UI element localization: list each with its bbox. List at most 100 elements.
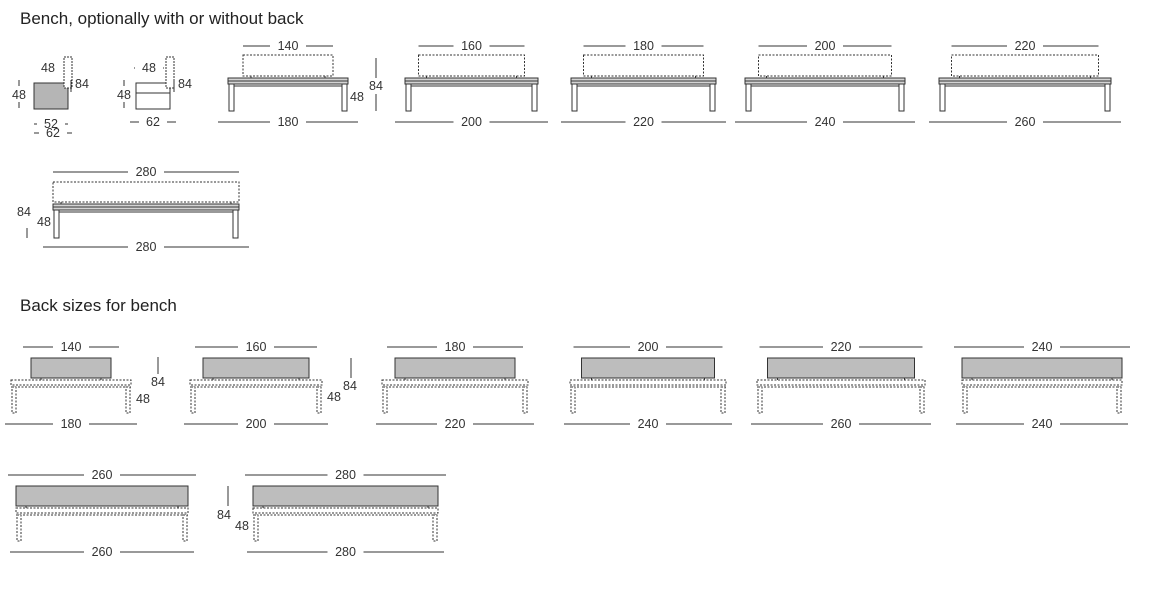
side-width-label: 48	[142, 61, 156, 75]
seat-width-label: 180	[61, 417, 82, 431]
bench-seat-outline	[10, 379, 132, 386]
backrest-panel	[30, 357, 112, 379]
seat-width-label: 240	[1032, 417, 1053, 431]
total-height-label: 84	[343, 379, 357, 393]
total-height-label: 84	[151, 375, 165, 389]
bench-leg-outline	[962, 386, 968, 414]
back-width-label: 200	[638, 340, 659, 354]
backrest-side	[165, 56, 175, 89]
side-height-label: 84	[75, 77, 89, 91]
side-width-label: 48	[41, 61, 55, 75]
back-width-label: 160	[246, 340, 267, 354]
back-width-label: 220	[831, 340, 852, 354]
seat-width-label: 260	[92, 545, 113, 559]
bench-leg-outline	[190, 386, 196, 414]
backrest-panel	[15, 485, 189, 507]
bench-leg-outline	[316, 386, 322, 414]
bench-leg-outline	[1116, 386, 1122, 414]
bench-leg-outline	[16, 514, 22, 542]
seat-width-label: 240	[638, 417, 659, 431]
side-seat-height-label: 48	[117, 88, 131, 102]
bench-leg-outline	[757, 386, 763, 414]
backrest-side	[63, 56, 73, 89]
bench-seat-outline	[756, 379, 926, 386]
bench-leg-outline	[570, 386, 576, 414]
backrest-panel	[252, 485, 439, 507]
bench-leg	[1104, 83, 1111, 112]
back-size-drawings: 1401801602001802202002402202602402408448…	[5, 340, 1130, 559]
seat-height-label: 48	[235, 519, 249, 533]
bench-leg	[745, 83, 752, 112]
back-width-label: 260	[92, 468, 113, 482]
bench-seat-side	[33, 82, 69, 110]
backrest-panel	[394, 357, 516, 379]
bench-leg	[709, 83, 716, 112]
bench-leg	[341, 83, 348, 112]
back-width-label: 280	[335, 468, 356, 482]
backrest-outline	[758, 54, 892, 77]
back-width-label: 140	[278, 39, 299, 53]
bench-seat-outline	[569, 379, 727, 386]
seat-width-label: 220	[633, 115, 654, 129]
bench-leg-outline	[253, 514, 259, 542]
side-height-label: 84	[178, 77, 192, 91]
bench-leg-outline	[125, 386, 131, 414]
bench-leg	[939, 83, 946, 112]
backrest-panel	[202, 357, 310, 379]
total-height-label: 84	[369, 79, 383, 93]
back-width-label: 140	[61, 340, 82, 354]
seat-width-label: 260	[1015, 115, 1036, 129]
bench-seat-outline	[252, 507, 439, 514]
bench-leg-outline	[522, 386, 528, 414]
backrest-outline	[242, 54, 334, 77]
bench-leg-outline	[182, 514, 188, 542]
back-width-label: 280	[136, 165, 157, 179]
bench-leg-outline	[382, 386, 388, 414]
back-width-label: 200	[815, 39, 836, 53]
seat-width-label: 200	[461, 115, 482, 129]
bench-leg	[571, 83, 578, 112]
bench-seat-outline	[961, 379, 1123, 386]
side-depth-top-label: 52	[44, 117, 58, 131]
seat-height-label: 48	[327, 390, 341, 404]
bench-leg-outline	[11, 386, 17, 414]
side-depth-bottom-label: 62	[46, 126, 60, 140]
seat-width-label: 180	[278, 115, 299, 129]
bench-leg-outline	[432, 514, 438, 542]
bench-leg-outline	[919, 386, 925, 414]
side-depth-label: 62	[146, 115, 160, 129]
seat-height-label: 48	[350, 90, 364, 104]
bench-leg	[531, 83, 538, 112]
seat-width-label: 260	[831, 417, 852, 431]
total-height-label: 84	[217, 508, 231, 522]
backrest-panel	[581, 357, 715, 379]
back-width-label: 180	[633, 39, 654, 53]
bench-seat-outline	[381, 379, 529, 386]
bench-drawings: 1401801602001802202002402202608448280280…	[17, 39, 1121, 254]
bench-seat-side-outline	[135, 82, 171, 110]
bench-leg-outline	[720, 386, 726, 414]
seat-height-label: 48	[37, 215, 51, 229]
side-seat-height-label: 48	[12, 88, 26, 102]
bench-seat-outline	[15, 507, 189, 514]
back-width-label: 160	[461, 39, 482, 53]
section-title-back-sizes: Back sizes for bench	[20, 296, 177, 315]
bench-leg	[405, 83, 412, 112]
bench-leg	[228, 83, 235, 112]
backrest-panel	[961, 357, 1123, 379]
backrest-outline	[52, 181, 240, 203]
seat-width-label: 200	[246, 417, 267, 431]
bench-leg	[53, 209, 60, 239]
back-width-label: 220	[1015, 39, 1036, 53]
backrest-panel	[767, 357, 915, 379]
seat-width-label: 240	[815, 115, 836, 129]
seat-width-label: 220	[445, 417, 466, 431]
total-height-label: 84	[17, 205, 31, 219]
bench-leg	[232, 209, 239, 239]
bench-seat-outline	[189, 379, 323, 386]
backrest-outline	[418, 54, 525, 77]
section-title-bench: Bench, optionally with or without back	[20, 9, 304, 28]
seat-width-label: 280	[335, 545, 356, 559]
